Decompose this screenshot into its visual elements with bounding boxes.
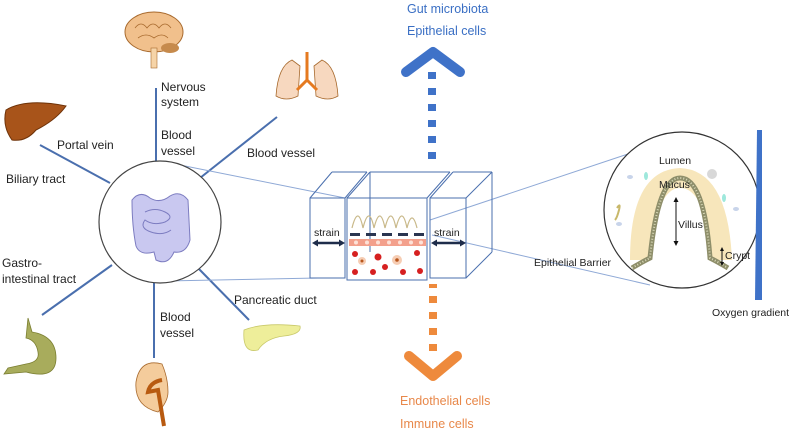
label-nervous-system-2: system	[161, 95, 200, 109]
brain-icon	[124, 11, 184, 69]
watermark-logo	[700, 400, 790, 418]
label-brain-blood-vessel-1: Blood	[161, 128, 192, 142]
liver-icon	[4, 102, 67, 141]
mucus-layer	[630, 168, 732, 260]
chip-left-chamber	[309, 197, 346, 279]
zoom-lines	[164, 149, 651, 286]
pancreas-icon	[243, 324, 301, 351]
label-endothelial-cells: Endothelial cells	[400, 394, 491, 408]
villi-wave	[351, 215, 418, 229]
label-epithelial-barrier: Epithelial Barrier	[534, 257, 612, 269]
chip-center-chamber	[346, 197, 428, 281]
label-mucus: Mucus	[659, 179, 690, 191]
label-portal-vein: Portal vein	[57, 138, 114, 152]
label-gastro-1: Gastro-	[2, 256, 43, 270]
connector-liver	[39, 144, 111, 184]
label-kidney-blood-vessel-1: Blood	[160, 310, 191, 324]
kidney-icon	[135, 362, 169, 427]
zoom-line-bottom	[164, 277, 319, 282]
microbes	[614, 169, 739, 226]
label-strain-left: strain	[314, 227, 340, 239]
intestine-icon	[131, 193, 191, 263]
connector-pancreas	[197, 267, 250, 321]
arrow-down-icon	[404, 284, 462, 381]
label-oxygen-gradient: Oxygen gradient	[712, 307, 790, 319]
label-nervous-system-1: Nervous	[161, 80, 206, 94]
blood-cells	[352, 250, 423, 275]
label-crypt: Crypt	[725, 250, 751, 262]
label-immune-cells: Immune cells	[400, 417, 474, 431]
connector-stomach	[41, 264, 113, 316]
connector-lungs	[199, 116, 278, 179]
lungs-icon	[275, 52, 339, 100]
stomach-icon	[3, 317, 57, 375]
connector-lines	[39, 88, 278, 358]
label-strain-right: strain	[434, 227, 460, 239]
zoom-line-top	[179, 164, 346, 199]
arrow-up-icon	[401, 47, 465, 159]
epithelial-cell-row	[349, 239, 426, 246]
label-pancreatic-duct: Pancreatic duct	[234, 293, 317, 307]
oxygen-gradient-bar	[755, 130, 762, 300]
label-villus: Villus	[678, 219, 703, 231]
label-kidney-blood-vessel-2: vessel	[160, 326, 195, 340]
porous-membrane	[350, 233, 424, 236]
label-biliary-tract: Biliary tract	[6, 172, 66, 186]
immune-cells	[358, 255, 402, 265]
zoom-line-villus-bottom	[431, 234, 651, 286]
label-lumen: Lumen	[659, 155, 692, 167]
chip-device	[309, 171, 493, 281]
zoom-line-villus-top	[429, 149, 641, 221]
label-brain-blood-vessel-2: vessel	[161, 144, 196, 158]
label-epithelial-cells: Epithelial cells	[407, 24, 487, 38]
epithelium-layer	[630, 175, 730, 271]
label-gut-microbiota: Gut microbiota	[407, 2, 489, 16]
label-lungs-blood-vessel: Blood vessel	[247, 146, 316, 160]
label-gastro-2: intestinal tract	[2, 272, 77, 286]
chip-right-chamber	[429, 197, 467, 279]
